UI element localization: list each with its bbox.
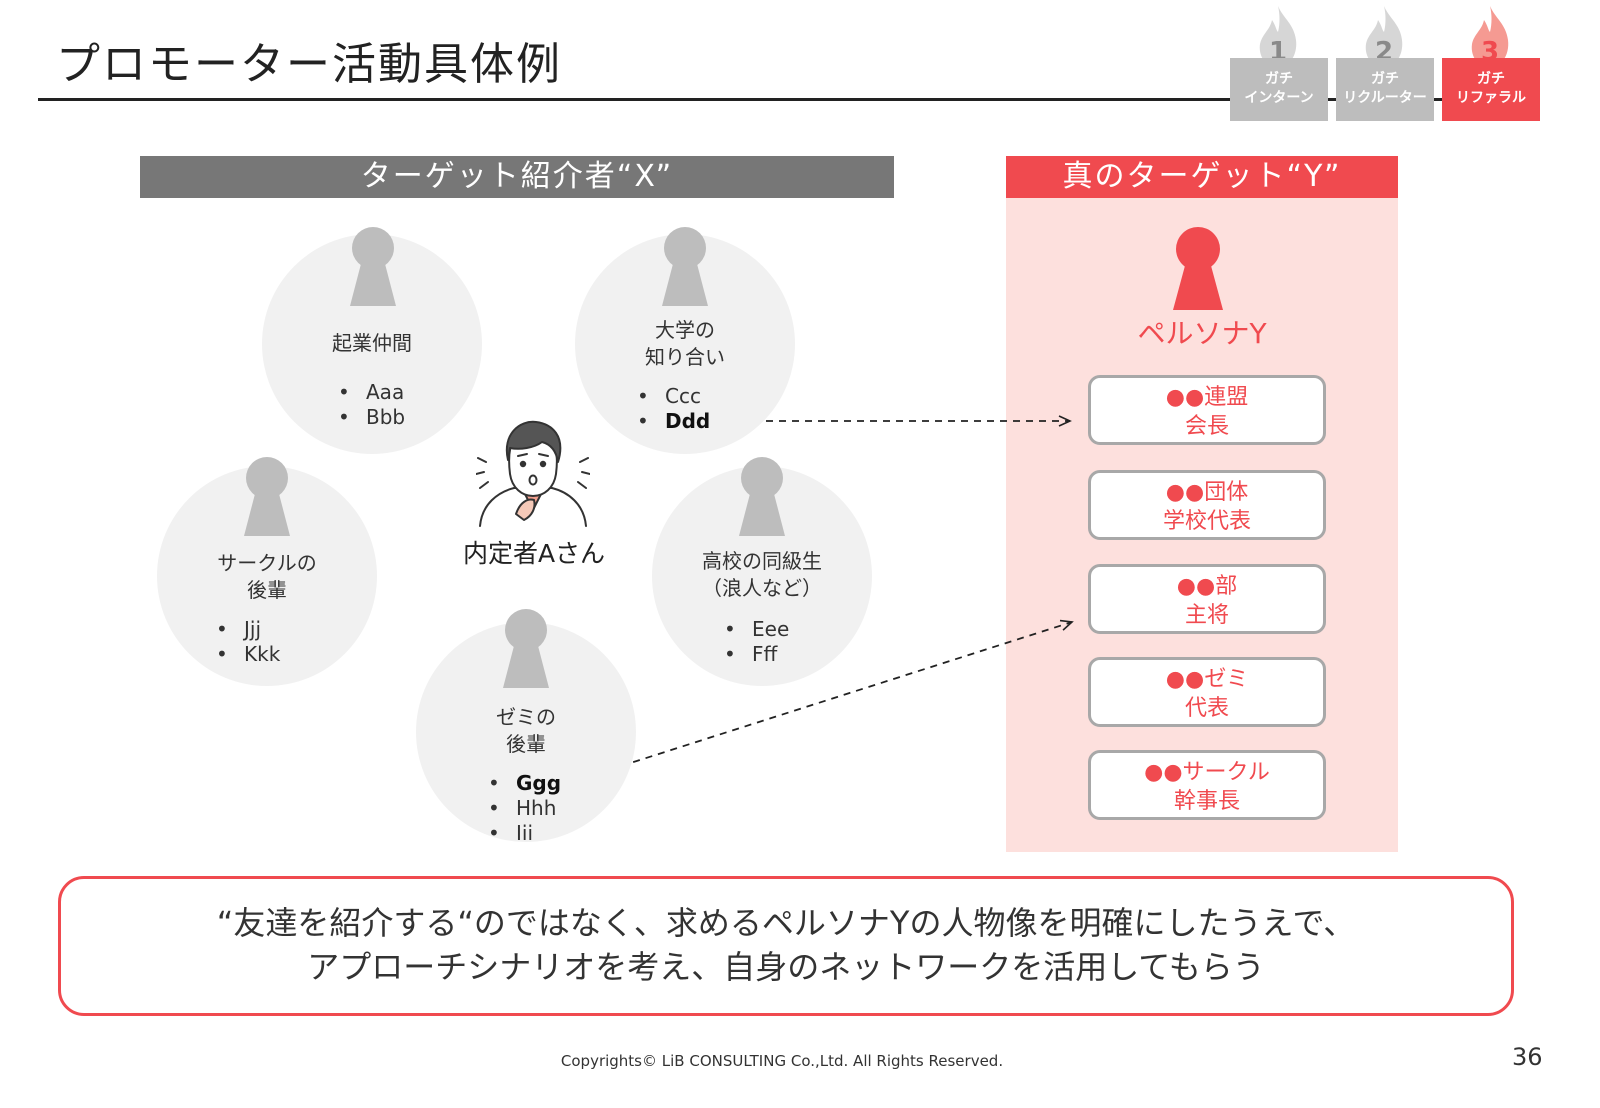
member-name: Aaa — [366, 380, 405, 404]
list-item: •Ggg — [488, 771, 562, 795]
persona-label: ペルソナY — [1137, 317, 1267, 350]
center-person-label: 内定者Aさん — [462, 539, 606, 568]
step-2-line2: リクルーター — [1343, 90, 1427, 106]
copyright-footer: Copyrights© LiB CONSULTING Co.,Ltd. All … — [560, 1052, 1004, 1070]
persona-attribute-line2: 会長 — [1184, 414, 1229, 439]
person-icon — [662, 227, 708, 306]
list-item: •Aaa — [338, 380, 405, 404]
group-label: 起業仲間 — [262, 330, 482, 357]
group-member-list: •Ccc •Ddd — [637, 384, 710, 434]
group-member-list: •Jjj •Kkk — [216, 617, 280, 667]
step-1-line2: インターン — [1244, 90, 1314, 106]
member-name: Eee — [752, 617, 790, 641]
persona-attribute-line2: 主将 — [1184, 603, 1229, 628]
member-name: Fff — [752, 642, 778, 666]
persona-attribute-line1: ●●ゼミ — [1165, 667, 1249, 692]
page-title: プロモーター活動具体例 — [56, 39, 562, 90]
key-message-line1: “友達を紹介する“のではなく、求めるペルソナYの人物像を明確にしたうえで、 — [216, 904, 1356, 942]
step-3-line1: ガチ — [1477, 71, 1505, 87]
persona-attribute-box: ●●部 主将 — [1088, 564, 1326, 634]
worried-person-illustration — [476, 420, 590, 527]
page-number: 36 — [1512, 1043, 1543, 1071]
group-member-list: •Aaa •Bbb — [338, 380, 405, 430]
list-item: •Fff — [724, 642, 778, 666]
group-label: 高校の同級生 （浪人など） — [652, 548, 872, 602]
group-label-line1: 大学の — [655, 318, 715, 342]
title-divider — [38, 98, 1274, 101]
group-label: サークルの 後輩 — [157, 550, 377, 604]
list-item: •Eee — [724, 617, 790, 641]
list-item: •Bbb — [338, 405, 406, 429]
persona-attribute-box: ●●団体 学校代表 — [1088, 470, 1326, 540]
member-name: Kkk — [244, 642, 281, 666]
step-3-line2: リファラル — [1456, 90, 1526, 106]
persona-attribute-box: ●●連盟 会長 — [1088, 375, 1326, 445]
group-member-list: •Eee •Fff — [724, 617, 789, 667]
persona-attribute-line2: 学校代表 — [1162, 509, 1251, 534]
group-label: 大学の 知り合い — [575, 317, 795, 371]
persona-attribute-line1: ●●サークル — [1144, 760, 1270, 785]
step-2-badge: ガチ リクルーター — [1336, 58, 1434, 121]
arrow-ggg-to-persona — [595, 619, 1074, 775]
step-connector — [1324, 98, 1336, 101]
person-icon — [739, 457, 785, 536]
member-name: Jjj — [244, 617, 262, 641]
member-name-highlight: Ddd — [665, 409, 711, 433]
group-label-line1: サークルの — [217, 551, 317, 575]
step-1-badge: ガチ インターン — [1230, 58, 1328, 121]
step-2-line1: ガチ — [1371, 71, 1399, 87]
key-message-box: “友達を紹介する“のではなく、求めるペルソナYの人物像を明確にしたうえで、 アプ… — [58, 876, 1514, 1016]
member-name: Iii — [516, 821, 534, 845]
group-label: ゼミの 後輩 — [416, 704, 636, 758]
group-label-line2: 後輩 — [247, 578, 287, 602]
member-name: Hhh — [516, 796, 557, 820]
member-name-highlight: Ggg — [516, 771, 562, 795]
persona-attribute-line1: ●●部 — [1176, 574, 1238, 599]
persona-attribute-line1: ●●団体 — [1165, 480, 1249, 505]
persona-attribute-line1: ●●連盟 — [1165, 385, 1249, 410]
step-1-line1: ガチ — [1265, 71, 1293, 87]
step-connector — [1430, 98, 1442, 101]
list-item: •Kkk — [216, 642, 281, 666]
persona-icon — [1173, 227, 1223, 310]
list-item: •Ccc — [637, 384, 701, 408]
list-item: •Iii — [488, 821, 534, 845]
group-member-list: •Ggg •Hhh •Iii — [488, 771, 561, 846]
step-3-badge: ガチ リファラル — [1442, 58, 1540, 121]
list-item: •Jjj — [216, 617, 262, 641]
persona-attribute-line2: 代表 — [1184, 696, 1229, 721]
member-name: Ccc — [665, 384, 701, 408]
target-y-header: 真のターゲット“Y” — [1006, 156, 1398, 198]
list-item: •Hhh — [488, 796, 557, 820]
key-message-line2: アプローチシナリオを考え、自身のネットワークを活用してもらう — [307, 948, 1265, 986]
group-label-line1: 高校の同級生 — [702, 549, 822, 573]
group-label-line2: 知り合い — [645, 345, 725, 369]
target-x-header: ターゲット紹介者“X” — [140, 156, 894, 198]
group-label-line2: （浪人など） — [702, 576, 822, 600]
person-icon — [244, 457, 290, 536]
persona-attribute-line2: 幹事長 — [1173, 789, 1240, 814]
list-item: •Ddd — [637, 409, 711, 433]
persona-attribute-box: ●●ゼミ 代表 — [1088, 657, 1326, 727]
group-label-line1: 起業仲間 — [332, 331, 412, 355]
persona-attribute-box: ●●サークル 幹事長 — [1088, 750, 1326, 820]
person-icon — [503, 609, 549, 688]
person-icon — [350, 227, 396, 306]
group-label-line2: 後輩 — [506, 732, 546, 756]
member-name: Bbb — [366, 405, 406, 429]
group-label-line1: ゼミの — [496, 705, 556, 729]
